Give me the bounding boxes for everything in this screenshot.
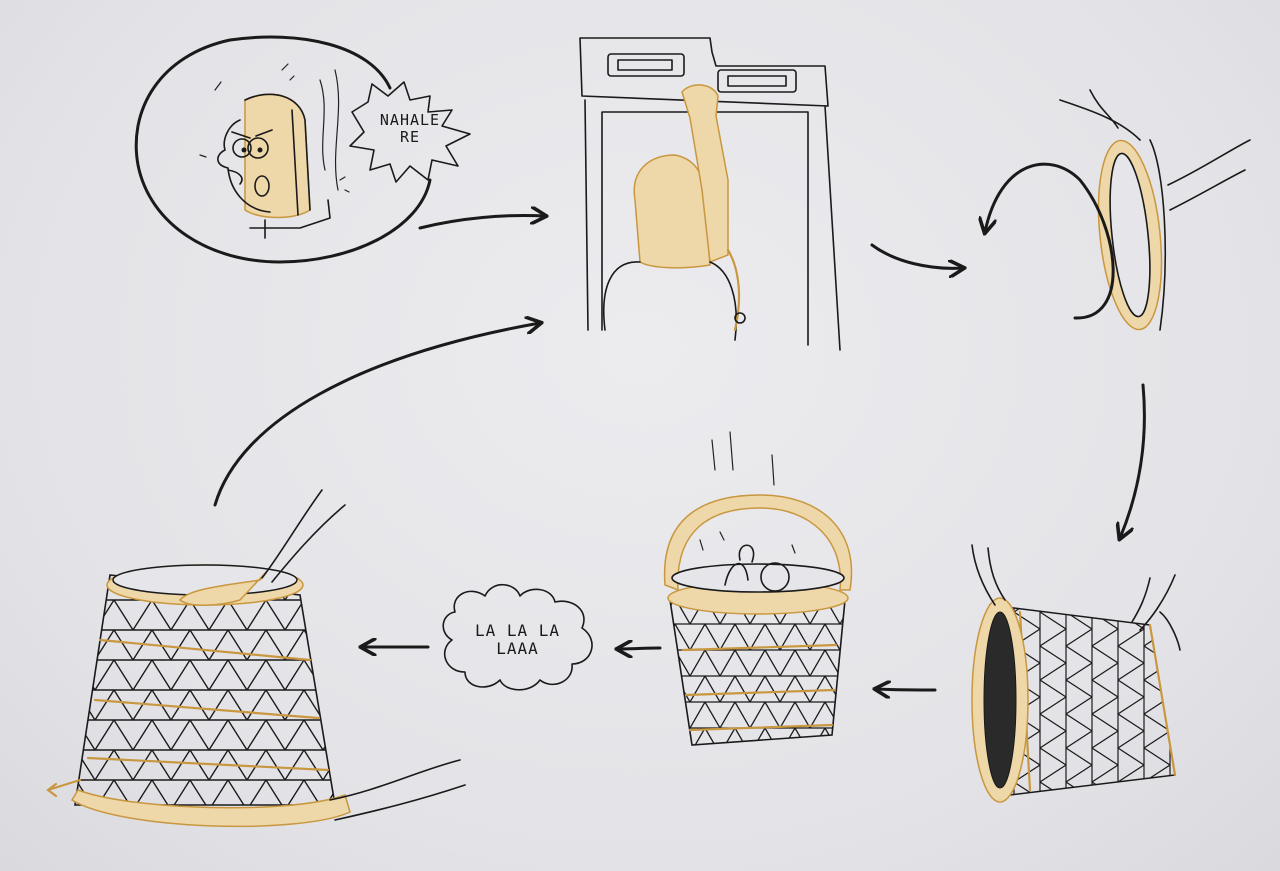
flow-arrows (213, 216, 1146, 691)
arrow-panel1-to-panel2 (418, 216, 545, 230)
song-text: LA LA LA LAAA (474, 621, 561, 659)
raised-arm (681, 84, 729, 264)
pressing-hand (178, 569, 269, 606)
spiky-speech-bubble (349, 81, 471, 183)
panel-filled-bucket (663, 431, 853, 746)
eye-right (247, 137, 269, 159)
thought-bubble-outline (134, 35, 432, 264)
panel-frustrated-person (134, 35, 471, 264)
basket-base-ring (70, 789, 351, 828)
arrow-panel6-to-panel2 (213, 323, 540, 507)
panel-twist-ring (985, 89, 1251, 331)
arrow-panel2-to-panel3 (870, 243, 963, 268)
door-top-brackets (579, 37, 829, 107)
bucket-handle (663, 494, 853, 592)
panel-collapse-basket (46, 489, 466, 828)
arrow-panel4-to-panel5 (876, 689, 937, 690)
face-outline (217, 119, 271, 213)
twist-arrow (985, 162, 1115, 320)
panel-open-basket (971, 544, 1181, 803)
bucket-body (669, 599, 846, 746)
panel-doorway (579, 37, 841, 351)
collapsing-basket-body (74, 574, 336, 806)
speech-text: NAHALE RE (379, 111, 441, 147)
eye-left (232, 138, 252, 158)
mouth (254, 175, 270, 197)
arrow-panel5-to-song (618, 648, 662, 649)
song-cloud (442, 583, 593, 691)
hair-shape (244, 93, 311, 219)
arrow-panel3-to-panel4 (1120, 383, 1146, 538)
